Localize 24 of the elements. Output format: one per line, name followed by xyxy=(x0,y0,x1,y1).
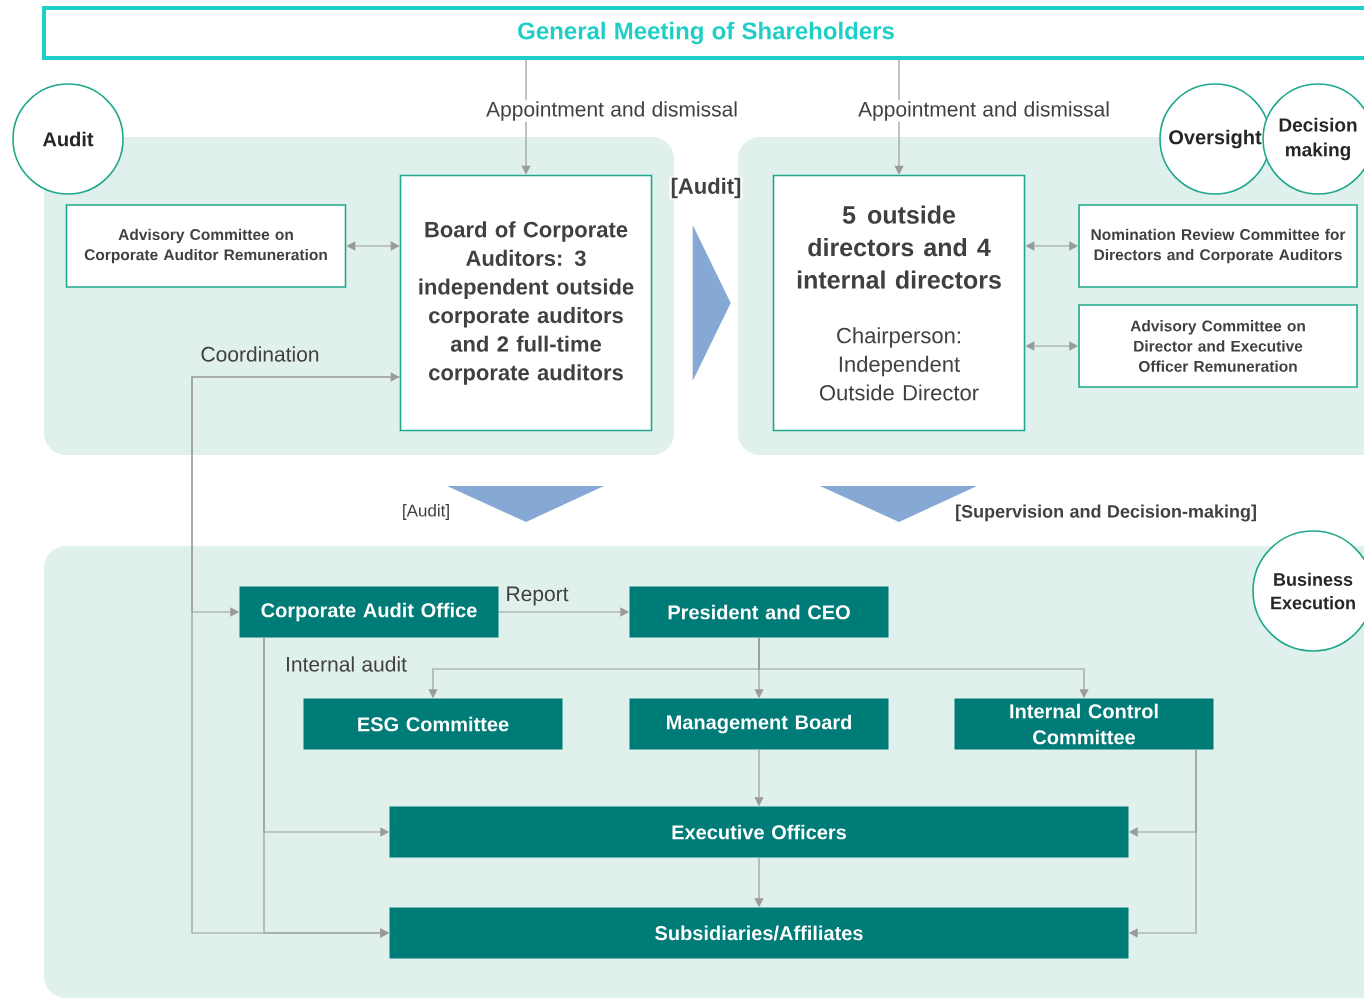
edge-label: Coordination xyxy=(199,345,321,363)
edge-label: Appointment and dismissal xyxy=(857,100,1111,122)
committee-box: Nomination Review Committee for Directors and Corporate Auditors xyxy=(1078,204,1358,288)
office-box: Corporate Audit Office xyxy=(239,586,499,638)
committee-box: Advisory Committee on Corporate Auditor Remuneration xyxy=(65,204,347,288)
committee-box: ESG Committee xyxy=(303,698,563,750)
heading-bar: General Meeting of Shareholders xyxy=(42,6,1364,60)
board-box: 5 outside directors and 4 internal directors Chairperson: Independent Outside Director xyxy=(772,174,1026,432)
edge-label: Internal audit xyxy=(284,655,408,673)
node-label: Decision making xyxy=(1279,117,1357,161)
executive-box: President and CEO xyxy=(629,586,889,638)
committee-box: Advisory Committee on Director and Executive Officer Remuneration xyxy=(1078,304,1358,388)
section-label: [Supervision and Decision-making] xyxy=(956,504,1256,522)
node-label: Business Execution xyxy=(1271,572,1355,610)
edge-label: Appointment and dismissal xyxy=(485,100,739,122)
edge-label: Report xyxy=(504,585,570,607)
board-box: Management Board xyxy=(629,698,889,750)
chevron-arrow xyxy=(692,225,731,381)
executive-box: Executive Officers xyxy=(389,806,1129,858)
section-label: [Audit] xyxy=(403,504,449,520)
edge-label: [Audit] xyxy=(669,176,743,200)
committee-box: Internal Control Committee xyxy=(954,698,1214,750)
subsidiaries-box: Subsidiaries/Affiliates xyxy=(389,907,1129,959)
board-box: Board of Corporate Auditors: 3 independent outside corporate auditors and 2 full-time corporate auditors xyxy=(399,174,653,432)
